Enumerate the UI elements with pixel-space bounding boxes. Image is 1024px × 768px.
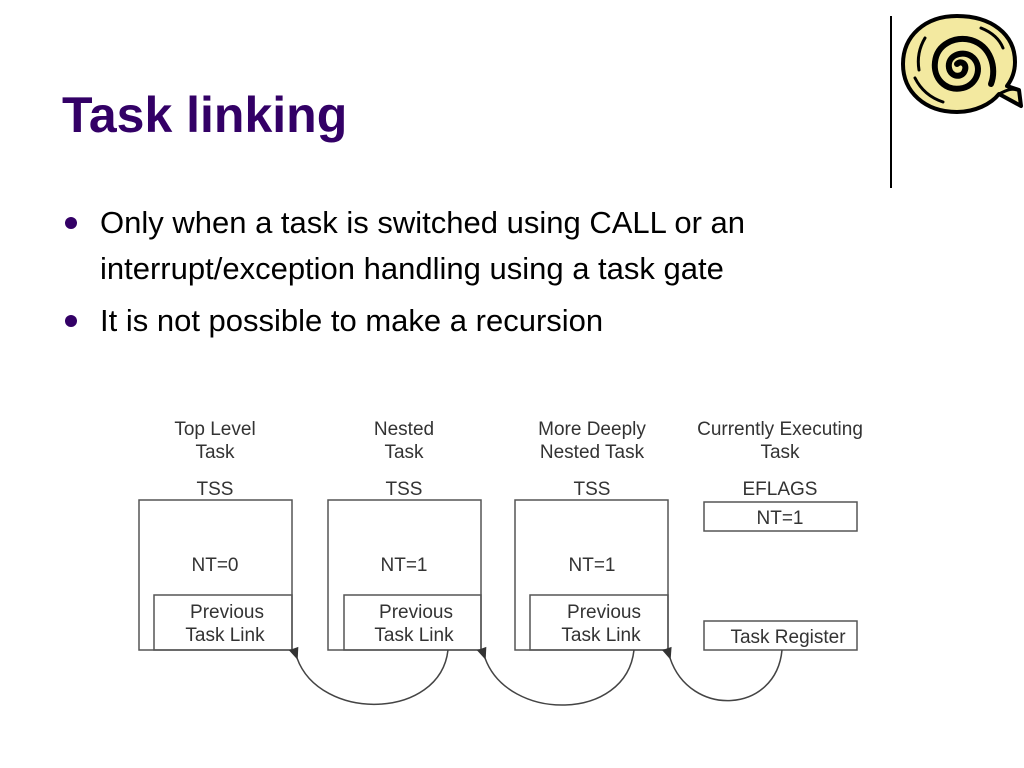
column-heading-line2: Nested Task (540, 442, 645, 463)
current-task-column: Currently Executing Task EFLAGS NT=1 Tas… (697, 419, 863, 651)
nt-flag-label: NT=1 (569, 555, 616, 576)
column-heading-line2: Task (760, 442, 800, 463)
bullet-item: Only when a task is switched using CALL … (62, 200, 882, 292)
tss-column-deeply-nested: More Deeply Nested Task TSS NT=1 Previou… (514, 419, 669, 651)
tss-column-top-level: Top Level Task TSS NT=0 Previous Task Li… (138, 419, 293, 651)
structure-label: EFLAGS (743, 479, 818, 500)
eflags-box (703, 501, 858, 532)
bullet-dot (65, 315, 77, 327)
slide-title: Task linking (62, 87, 348, 143)
previous-task-link-field (529, 594, 669, 651)
column-heading-line1: Top Level (174, 419, 255, 440)
bullet-text: Only when a task is switched using CALL … (100, 205, 746, 286)
link-arrow (476, 646, 635, 706)
nt-flag-label: NT=1 (381, 555, 428, 576)
tss-column-nested: Nested Task TSS NT=1 Previous Task Link (327, 419, 482, 651)
bullet-list: Only when a task is switched using CALL … (62, 200, 882, 350)
link-label-line1: Previous (190, 602, 264, 623)
structure-label: TSS (574, 479, 611, 500)
task-register-box (703, 620, 858, 651)
column-heading-line1: More Deeply (538, 419, 646, 440)
column-heading-line2: Task (384, 442, 424, 463)
column-heading-line2: Task (195, 442, 235, 463)
column-heading-line1: Nested (374, 419, 434, 440)
structure-label: TSS (386, 479, 423, 500)
previous-task-link-field (153, 594, 293, 651)
bullet-text: It is not possible to make a recursion (100, 303, 604, 338)
link-arrow (288, 646, 449, 706)
link-label-line2: Task Link (185, 625, 265, 646)
link-arrow (662, 646, 783, 702)
structure-label: TSS (197, 479, 234, 500)
bullet-item: It is not possible to make a recursion (62, 298, 882, 344)
title-divider (890, 16, 892, 188)
link-label-line1: Previous (567, 602, 641, 623)
task-register-label: Task Register (730, 627, 846, 648)
link-label-line1: Previous (379, 602, 453, 623)
spiral-shell-icon (901, 14, 1023, 114)
column-heading-line1: Currently Executing (697, 419, 863, 440)
previous-task-link-field (343, 594, 482, 651)
bullet-dot (65, 217, 77, 229)
link-label-line2: Task Link (561, 625, 641, 646)
nt-flag-label: NT=1 (757, 508, 804, 529)
nt-flag-label: NT=0 (192, 555, 239, 576)
link-label-line2: Task Link (374, 625, 454, 646)
